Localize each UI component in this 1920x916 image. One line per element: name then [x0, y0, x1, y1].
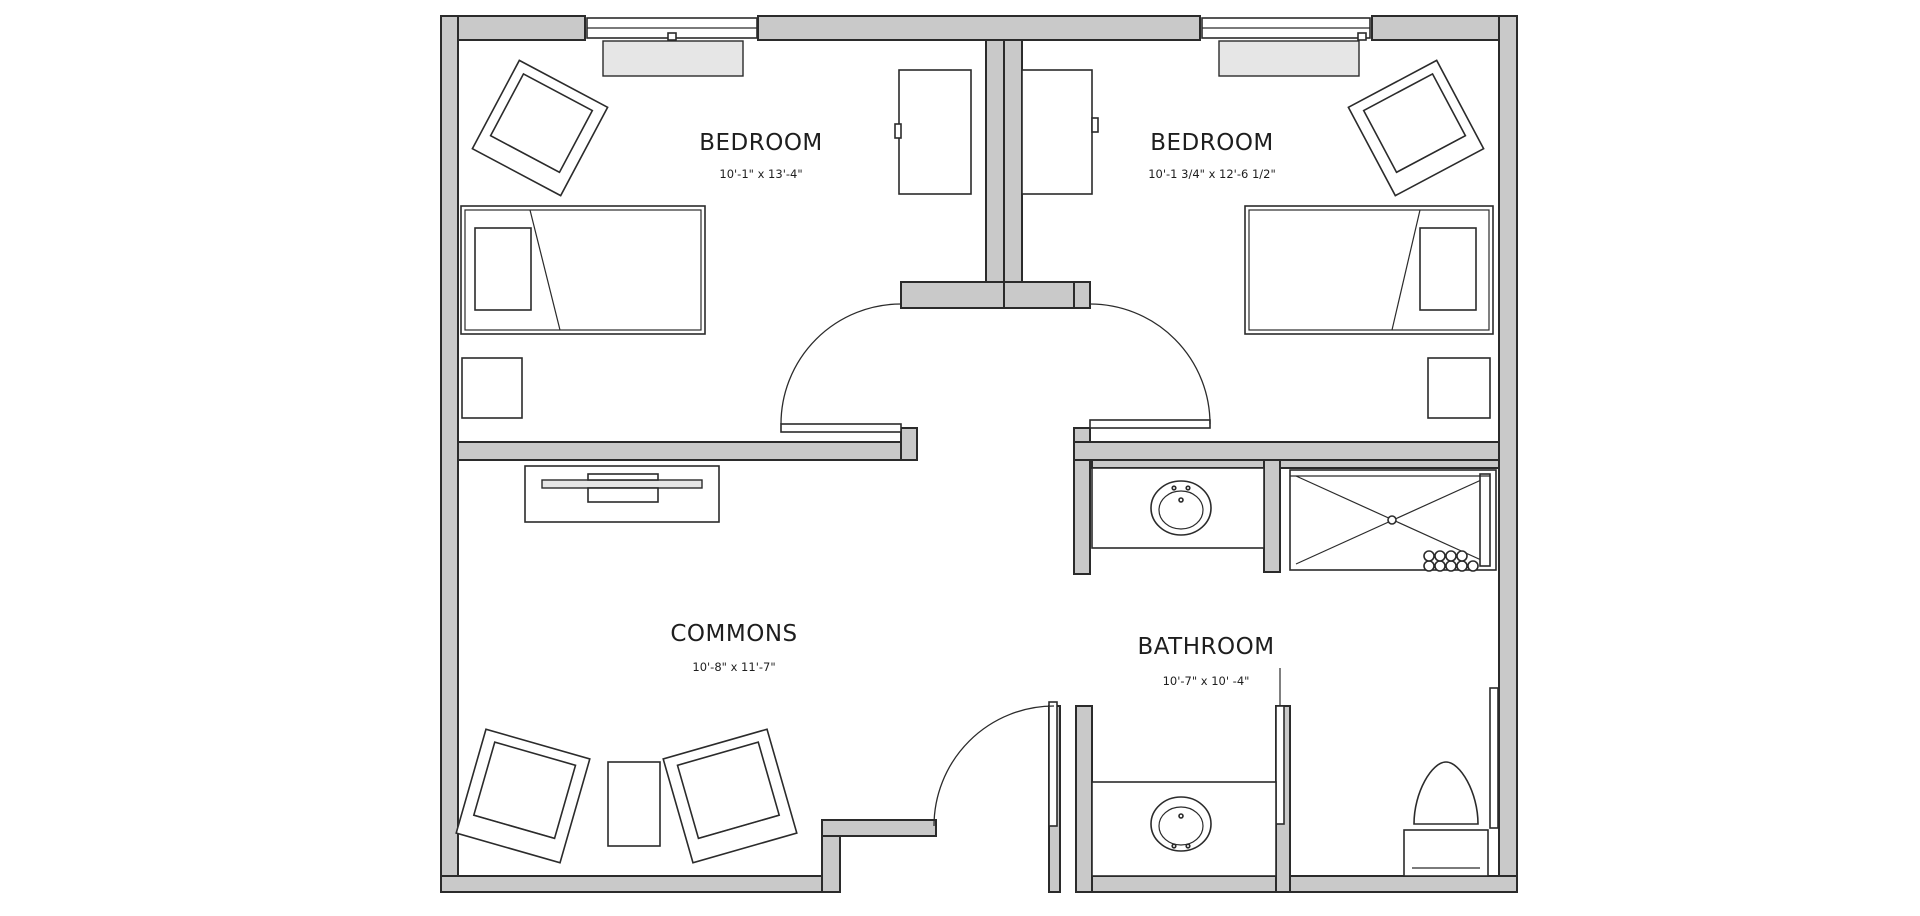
bed-left — [460, 205, 706, 335]
desk-right-bedroom — [1021, 69, 1099, 195]
outer-walls — [440, 15, 1518, 893]
window-left — [586, 17, 758, 77]
door-entry[interactable] — [933, 701, 1058, 827]
room-label-bathroom: BATHROOM — [1137, 634, 1274, 660]
tv-console — [524, 465, 720, 523]
towel-bar — [1489, 687, 1499, 829]
coffee-table — [607, 761, 661, 847]
room-label-commons: COMMONS — [670, 621, 797, 647]
towel-hooks — [1423, 550, 1479, 572]
armchair-commons-left — [455, 728, 591, 864]
room-dim-commons: 10'-8" x 11'-7" — [692, 660, 775, 674]
door-left-bedroom[interactable] — [780, 303, 902, 433]
door-bathroom[interactable] — [1275, 668, 1285, 825]
sink-vanity-lower — [1091, 781, 1277, 877]
toilet — [1403, 761, 1489, 877]
window-right — [1201, 17, 1371, 77]
room-dim-bathroom: 10'-7" x 10' -4" — [1163, 674, 1250, 688]
room-dim-bedroom-right: 10'-1 3/4" x 12'-6 1/2" — [1148, 167, 1276, 181]
nightstand-left — [461, 357, 523, 419]
room-label-bedroom-right: BEDROOM — [1150, 130, 1274, 156]
nightstand-right — [1427, 357, 1491, 419]
sink-vanity-upper — [1091, 467, 1265, 549]
armchair-commons-right — [662, 728, 798, 864]
desk-left-bedroom — [894, 69, 972, 195]
armchair-left-bedroom — [471, 59, 609, 197]
room-label-bedroom-left: BEDROOM — [699, 130, 823, 156]
room-dim-bedroom-left: 10'-1" x 13'-4" — [719, 167, 802, 181]
armchair-right-bedroom — [1347, 59, 1485, 197]
door-right-bedroom[interactable] — [1089, 303, 1211, 429]
bed-right — [1244, 205, 1494, 335]
